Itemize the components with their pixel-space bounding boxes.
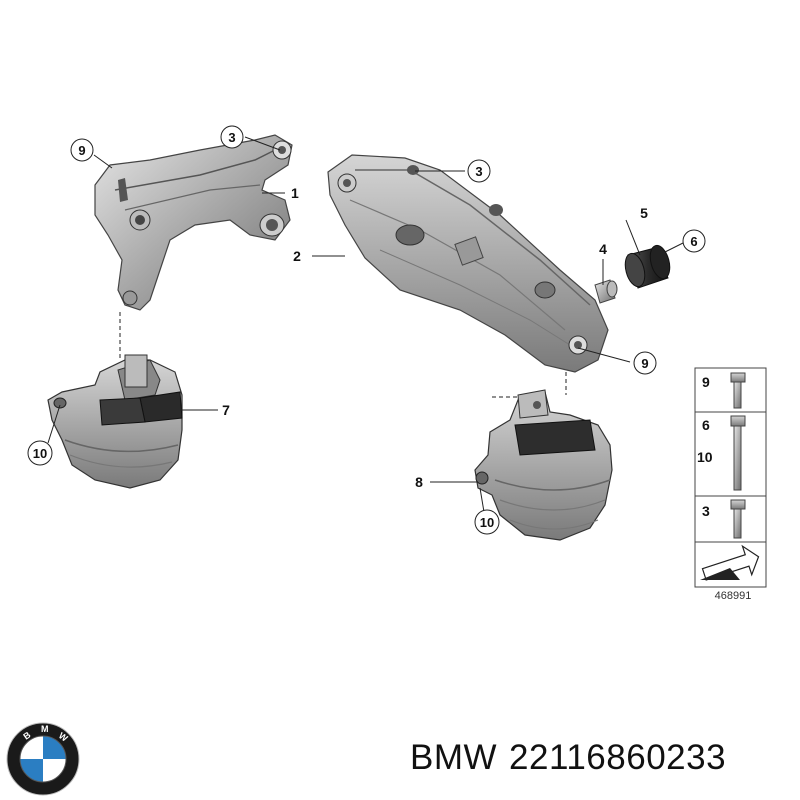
fastener-legend: 9 6 10 3 468991 (694, 367, 767, 602)
callout-4: 4 (599, 241, 607, 257)
bolt-icon-9 (730, 372, 746, 409)
svg-text:3: 3 (475, 164, 482, 179)
rubber-damper-part-5 (624, 244, 671, 289)
callout-9-top-left: 9 (70, 138, 94, 162)
svg-text:M: M (41, 724, 49, 734)
bolt-icon-long (730, 415, 746, 491)
svg-text:10: 10 (33, 446, 47, 461)
bmw-logo: B M W (6, 722, 80, 796)
legend-label-6: 6 (702, 417, 710, 433)
bushing-part-4 (594, 279, 618, 304)
leader-lines (47, 136, 684, 513)
direction-arrow-icon (700, 544, 760, 581)
callout-7: 7 (222, 402, 230, 418)
bolt-icon-3 (730, 499, 746, 539)
callout-5: 5 (640, 205, 648, 221)
svg-text:7: 7 (222, 402, 230, 418)
callout-9-right: 9 (633, 351, 657, 375)
callout-3-right: 3 (467, 159, 491, 183)
callout-10-right: 10 (474, 509, 500, 535)
svg-text:9: 9 (641, 356, 648, 371)
callout-3-top: 3 (220, 125, 244, 149)
svg-text:4: 4 (599, 241, 607, 257)
callout-2: 2 (293, 248, 301, 264)
part-caption: BMW 22116860233 (410, 738, 738, 778)
svg-text:B: B (21, 729, 32, 741)
svg-text:1: 1 (291, 185, 299, 201)
brand-name: BMW (410, 738, 498, 777)
callout-8: 8 (415, 474, 423, 490)
legend-label-10: 10 (697, 449, 713, 465)
svg-text:8: 8 (415, 474, 423, 490)
svg-text:10: 10 (480, 515, 494, 530)
engine-support-bracket-part-2 (327, 154, 609, 373)
callout-6: 6 (682, 229, 706, 253)
engine-bracket-part-1 (94, 134, 293, 311)
svg-text:6: 6 (690, 234, 697, 249)
svg-text:3: 3 (228, 130, 235, 145)
svg-text:9: 9 (78, 143, 85, 158)
engine-mount-part-8 (474, 389, 613, 541)
svg-text:2: 2 (293, 248, 301, 264)
engine-mount-part-7 (47, 354, 183, 489)
part-number: 22116860233 (509, 738, 727, 777)
callout-10-left: 10 (27, 440, 53, 466)
legend-label-3: 3 (702, 503, 710, 519)
callout-1: 1 (291, 185, 299, 201)
diagram-reference-number: 468991 (715, 590, 752, 602)
svg-text:5: 5 (640, 205, 648, 221)
legend-label-9: 9 (702, 374, 710, 390)
